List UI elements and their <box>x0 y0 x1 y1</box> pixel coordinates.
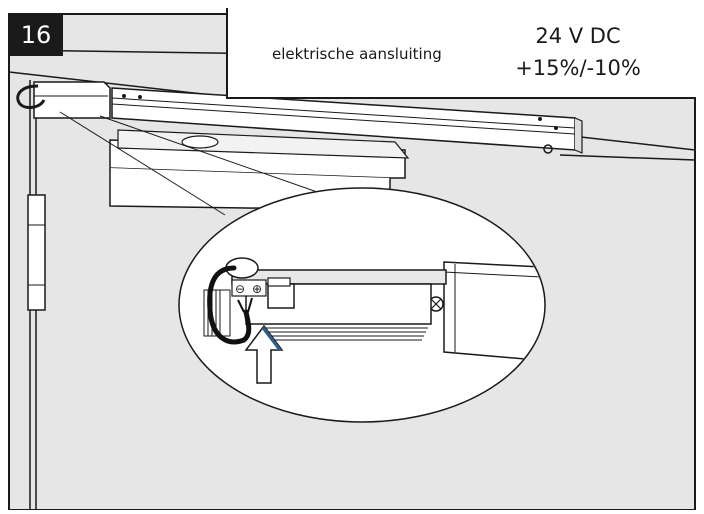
detail-content: ⊖ ⊕ <box>180 255 544 384</box>
cable-loop-small <box>16 84 46 109</box>
terminal-minus-symbol: ⊖ <box>235 282 245 296</box>
connection-block <box>33 81 111 119</box>
zoom-line-left <box>59 111 226 216</box>
rail-end-cap <box>574 117 583 154</box>
frame-line-right <box>559 154 696 161</box>
voltage-spec: 24 V DC +15%/-10% <box>498 20 658 84</box>
voltage-tolerance: +15%/-10% <box>515 56 641 80</box>
rail-groove-1 <box>111 97 576 129</box>
terminal-block <box>231 279 267 297</box>
closer-spindle <box>181 135 219 149</box>
connector-plug <box>267 283 295 309</box>
connection-label: elektrische aansluiting <box>272 45 442 63</box>
power-cable <box>207 265 252 345</box>
step-number: 16 <box>20 21 52 49</box>
zoom-line-right <box>99 115 341 201</box>
detail-rail <box>443 261 544 363</box>
connector-plug-top <box>267 277 291 287</box>
rail-screw <box>543 144 553 154</box>
terminal-plus-symbol: ⊕ <box>252 282 262 296</box>
electrical-info-box: elektrische aansluiting 24 V DC +15%/-10… <box>226 8 696 99</box>
voltage-value: 24 V DC <box>535 24 621 48</box>
rail-hole-3 <box>538 117 542 121</box>
rail-hole-1 <box>122 94 126 98</box>
hinge <box>27 194 46 311</box>
rail-groove-2 <box>111 103 576 135</box>
rail-hole-4 <box>554 126 558 130</box>
screw-slot-2 <box>430 298 442 310</box>
rail-hole-2 <box>138 95 142 99</box>
insert-arrow-accent <box>262 326 282 350</box>
cable-wire-1 <box>237 299 245 313</box>
terminal-fins <box>262 323 430 341</box>
step-number-badge: 16 <box>9 14 63 56</box>
cable-wire-2 <box>247 297 253 313</box>
